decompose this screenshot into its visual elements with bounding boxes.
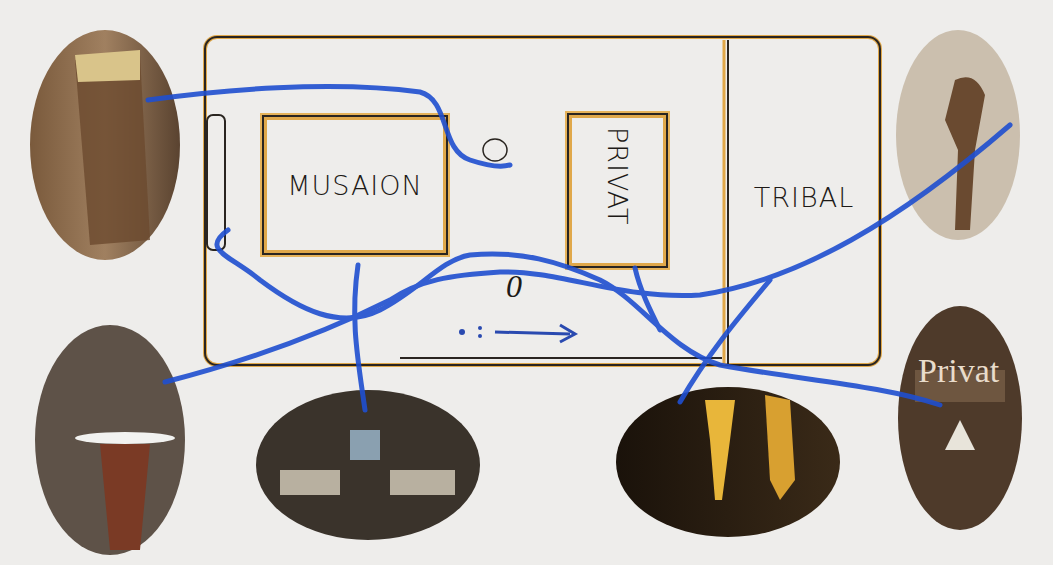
yellow-figure — [705, 400, 735, 500]
sculpture — [75, 55, 150, 245]
leader-line — [680, 280, 770, 402]
symbol — [478, 326, 482, 330]
room-name: MUSAION — [287, 170, 423, 201]
room-box: PRIVAT — [567, 113, 668, 268]
leader-line — [355, 265, 365, 410]
photo-caption: Privat — [918, 352, 999, 390]
vitrine — [390, 470, 455, 495]
symbol — [478, 334, 482, 338]
wall — [723, 40, 726, 365]
room-box: MUSAION — [262, 115, 448, 255]
photo — [898, 306, 1022, 530]
photo — [30, 30, 180, 260]
room-name: PRIVAT — [602, 127, 633, 226]
photo — [35, 325, 185, 555]
direction-arrow — [495, 332, 570, 334]
side-niche — [207, 115, 225, 250]
light — [945, 420, 975, 450]
sculpture-top — [75, 50, 140, 82]
leader-line — [165, 125, 1010, 382]
photo — [616, 387, 840, 537]
screen — [350, 430, 380, 460]
yellow-figure — [765, 395, 795, 500]
leader-line — [217, 230, 940, 405]
leader-line — [148, 87, 510, 167]
vitrine — [280, 470, 340, 495]
wall — [727, 40, 729, 365]
photo — [256, 390, 480, 540]
direction-arrow — [560, 325, 575, 342]
table-leg — [100, 444, 150, 550]
leader-line — [635, 268, 660, 330]
symbol — [459, 329, 465, 335]
room-zone: TRIBAL — [730, 40, 878, 365]
round-vitrine — [483, 139, 507, 161]
room-name: TRIBAL — [754, 182, 854, 213]
wall — [400, 357, 722, 359]
table-top — [75, 432, 175, 444]
